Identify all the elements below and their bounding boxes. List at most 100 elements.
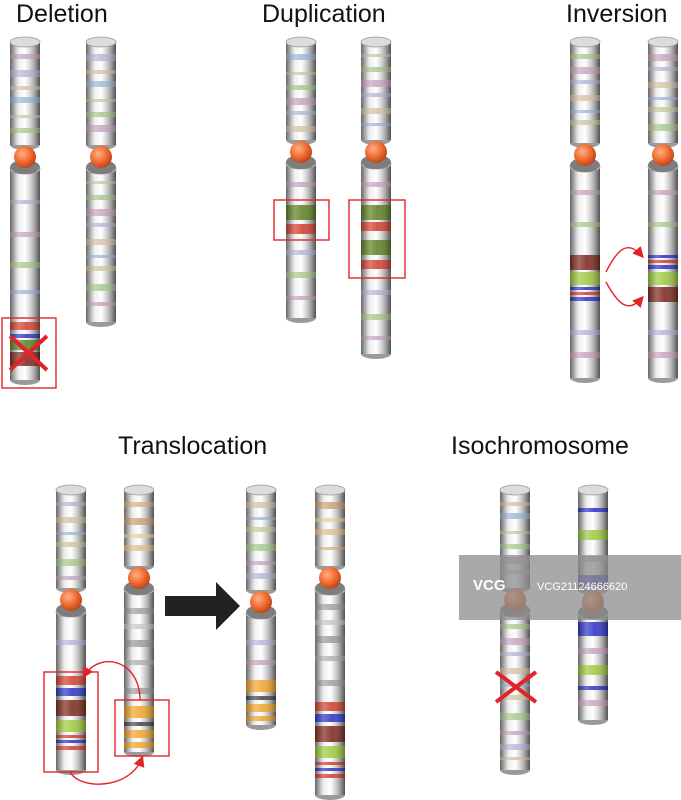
q-arm-shading: [124, 590, 154, 752]
q-arm: [85, 163, 117, 327]
p-arm-cap: [123, 484, 155, 496]
p-arm-cap: [577, 484, 609, 496]
p-arm: [647, 36, 679, 148]
duplication-highlight-box-left: [273, 199, 330, 241]
duplication-chrom-right: [360, 36, 392, 359]
q-arm-end: [578, 720, 608, 725]
centromere: [90, 146, 112, 168]
p-arm-shading: [246, 490, 276, 590]
p-arm-cap: [314, 484, 346, 496]
q-arm-shading: [570, 167, 600, 378]
deletion-highlight-box: [1, 317, 57, 389]
translocation-chrom-4: [314, 484, 346, 800]
q-arm-end: [246, 725, 276, 730]
centromere: [250, 591, 272, 613]
q-arm: [245, 608, 277, 730]
q-arm: [123, 584, 155, 757]
q-arm: [360, 158, 392, 359]
p-arm: [55, 484, 87, 593]
p-arm-shading: [315, 490, 345, 566]
translocation-result-arrow-icon: [165, 582, 240, 630]
q-arm-shading: [56, 612, 86, 770]
inversion-chrom-right: [647, 36, 679, 383]
q-arm-shading: [315, 590, 345, 795]
q-arm-shading: [86, 169, 116, 322]
deletion-title: Deletion: [16, 0, 108, 28]
q-arm: [647, 161, 679, 383]
translocation-swap-arrow-top: [82, 660, 141, 701]
p-arm-cap: [360, 36, 392, 48]
q-arm-shading: [246, 614, 276, 725]
deletion-chrom-left: [9, 36, 41, 385]
p-arm-shading: [10, 42, 40, 145]
q-arm-shading: [361, 164, 391, 354]
p-arm-cap: [55, 484, 87, 496]
translocation-title: Translocation: [118, 432, 268, 460]
p-arm-shading: [648, 42, 678, 143]
q-arm-end: [500, 770, 530, 775]
watermark-logo: VCG: [473, 577, 506, 594]
q-arm-shading: [500, 612, 530, 770]
isochromosome-chrom-left: [499, 484, 531, 775]
translocation-highlight-box-left: [43, 671, 99, 773]
q-arm: [285, 158, 317, 323]
p-arm: [123, 484, 155, 571]
centromere: [365, 141, 387, 163]
p-arm: [314, 484, 346, 571]
p-arm: [9, 36, 41, 150]
p-arm: [360, 36, 392, 145]
p-arm-shading: [124, 490, 154, 566]
p-arm-cap: [245, 484, 277, 496]
p-arm: [285, 36, 317, 145]
p-arm: [245, 484, 277, 595]
p-arm-shading: [286, 42, 316, 140]
centromere: [652, 144, 674, 166]
centromere: [60, 589, 82, 611]
q-arm: [314, 584, 346, 800]
inversion-arrow-bottom: [605, 281, 644, 309]
q-arm-shading: [286, 164, 316, 318]
translocation-chrom-3: [245, 484, 277, 730]
q-arm-end: [286, 318, 316, 323]
overlay-group: [1, 199, 644, 785]
p-arm-cap: [647, 36, 679, 48]
translocation-chrom-1: [55, 484, 87, 775]
q-arm-end: [570, 378, 600, 383]
inversion-title: Inversion: [566, 0, 668, 28]
p-arm-cap: [9, 36, 41, 48]
q-arm: [569, 161, 601, 383]
p-arm-shading: [570, 42, 600, 143]
duplication-highlight-box-right: [348, 199, 406, 279]
p-arm: [569, 36, 601, 148]
chromosome-group: [9, 36, 679, 800]
inversion-chrom-left: [569, 36, 601, 383]
p-arm-shading: [361, 42, 391, 140]
deletion-cross-icon: [8, 334, 49, 372]
q-arm-end: [361, 354, 391, 359]
isochromosome-title: Isochromosome: [451, 432, 629, 460]
isochromosome-cross-icon: [494, 670, 538, 704]
q-arm: [499, 606, 531, 775]
q-arm-end: [315, 795, 345, 800]
duplication-chrom-left: [285, 36, 317, 323]
q-arm-end: [10, 380, 40, 385]
q-arm-end: [86, 322, 116, 327]
p-arm: [85, 36, 117, 150]
centromere: [319, 567, 341, 589]
translocation-chrom-2: [123, 484, 155, 757]
p-arm-cap: [499, 484, 531, 496]
duplication-title: Duplication: [262, 0, 386, 28]
centromere: [574, 144, 596, 166]
centromere: [14, 146, 36, 168]
deletion-chrom-right: [85, 36, 117, 327]
inversion-arrow-top: [605, 245, 644, 273]
p-arm-shading: [56, 490, 86, 588]
watermark-code: VCG21124666620: [537, 581, 628, 593]
q-arm-shading: [648, 167, 678, 378]
watermark: VCG VCG21124666620: [459, 555, 681, 620]
q-arm: [577, 608, 609, 725]
p-arm-cap: [285, 36, 317, 48]
q-arm-shading: [578, 614, 608, 720]
translocation-swap-arrow-bottom: [69, 755, 145, 785]
